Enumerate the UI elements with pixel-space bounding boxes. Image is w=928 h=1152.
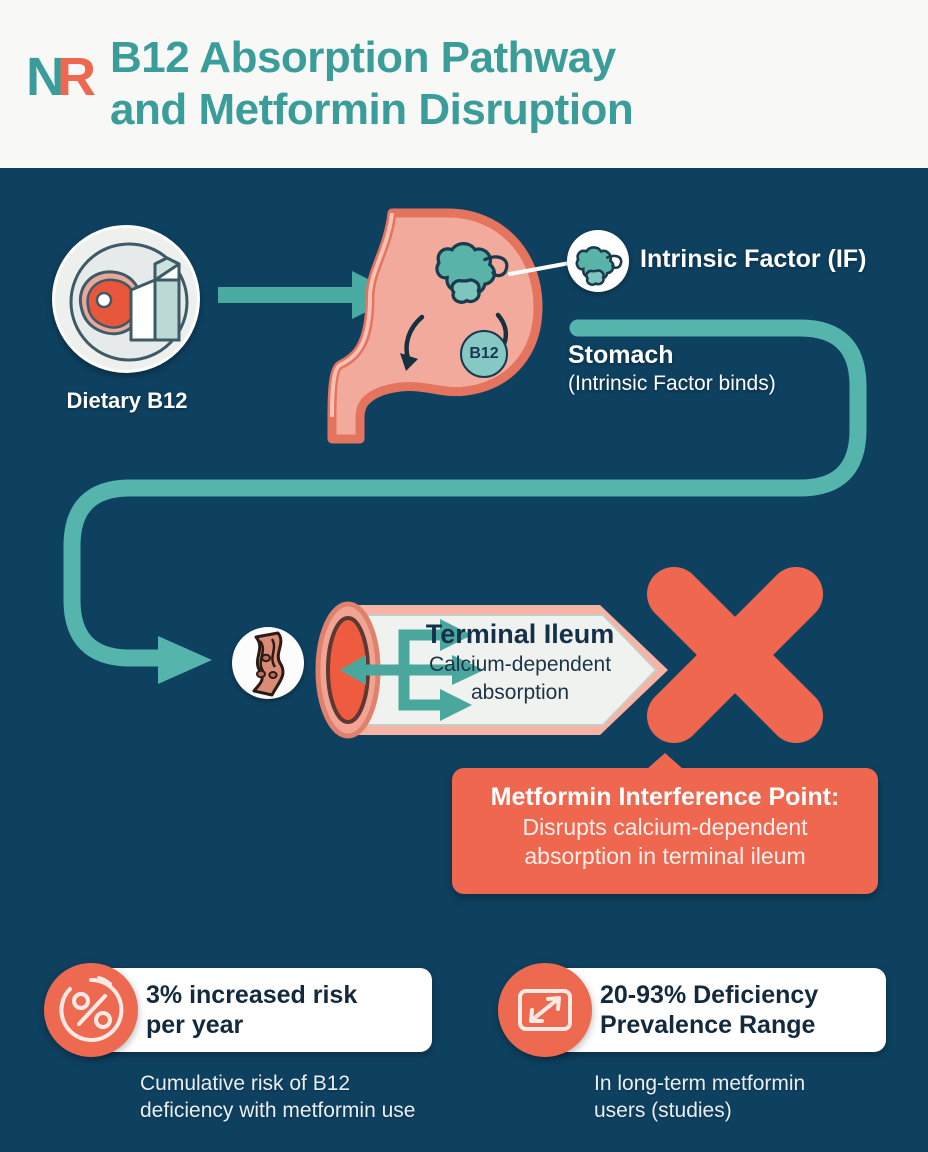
intrinsic-factor-blob bbox=[435, 241, 509, 304]
terminal-ileum-tube bbox=[300, 585, 670, 755]
stat-row: 3% increased risk per year bbox=[24, 960, 444, 1060]
metformin-box-notch bbox=[647, 753, 683, 769]
terminal-ileum-subtitle-2: absorption bbox=[470, 680, 570, 704]
stomach-icon bbox=[327, 208, 543, 444]
stat-caption-line1: Cumulative risk of B12 bbox=[140, 1072, 351, 1095]
stat-value-pill: 20-93% Deficiency Prevalence Range bbox=[534, 968, 886, 1052]
page-title-line1: B12 Absorption Pathway bbox=[110, 33, 616, 83]
stat-card-prevalence: 20-93% Deficiency Prevalence Range In lo… bbox=[478, 960, 898, 1125]
brand-logo: NR bbox=[26, 47, 96, 107]
stat-caption: In long-term metformin users (studies) bbox=[594, 1070, 898, 1125]
stat-value-pill: 3% increased risk per year bbox=[80, 968, 432, 1052]
percent-icon-glyph bbox=[59, 976, 124, 1042]
header: NR B12 Absorption Pathway and Metformin … bbox=[0, 0, 928, 168]
stat-caption-line1: In long-term metformin bbox=[594, 1072, 806, 1095]
x-mark-icon bbox=[647, 567, 823, 743]
metformin-box-line2: absorption in terminal ileum bbox=[524, 843, 806, 869]
stat-value-line2: per year bbox=[146, 1011, 244, 1039]
logo-letter-r: R bbox=[57, 47, 96, 107]
range-expand-icon-glyph bbox=[518, 989, 572, 1031]
pipe-arrowhead bbox=[158, 636, 212, 684]
range-expand-icon bbox=[498, 963, 592, 1057]
terminal-ileum-subtitle-1: Calcium-dependent bbox=[428, 653, 612, 677]
intrinsic-factor-icon-circle bbox=[567, 230, 629, 292]
intestine-icon-circle bbox=[232, 627, 304, 699]
stat-card-risk: 3% increased risk per year Cumulative ri… bbox=[24, 960, 444, 1125]
b12-bubble: B12 bbox=[460, 330, 508, 378]
stat-caption: Cumulative risk of B12 deficiency with m… bbox=[140, 1070, 444, 1125]
stomach-title: Stomach bbox=[568, 341, 674, 369]
percent-icon bbox=[44, 963, 138, 1057]
stat-row: 20-93% Deficiency Prevalence Range bbox=[478, 960, 898, 1060]
stat-caption-line2: deficiency with metformin use bbox=[140, 1099, 416, 1123]
intrinsic-factor-label: Intrinsic Factor (IF) bbox=[640, 245, 867, 273]
stomach-label-group: Stomach (Intrinsic Factor binds) bbox=[568, 340, 776, 396]
page-title-line2: and Metformin Disruption bbox=[110, 85, 634, 134]
food-plate-icon bbox=[69, 242, 189, 362]
stat-value-line2: Prevalence Range bbox=[600, 1011, 816, 1039]
terminal-ileum-title: Terminal Ileum bbox=[425, 619, 615, 649]
stat-value-line1: 3% increased risk bbox=[146, 981, 358, 1009]
metformin-interference-box: Metformin Interference Point: Disrupts c… bbox=[452, 753, 878, 894]
absorption-arrows bbox=[340, 619, 484, 721]
ileum-tube-shape bbox=[315, 601, 668, 739]
stat-caption-line2: users (studies) bbox=[594, 1099, 732, 1123]
stomach-illustration bbox=[326, 205, 576, 445]
metformin-box-line1: Disrupts calcium-dependent bbox=[522, 814, 808, 841]
terminal-ileum-label-group: Terminal Ileum Calcium-dependent absorpt… bbox=[395, 618, 645, 705]
logo-letter-n: N bbox=[26, 47, 65, 107]
dietary-b12-icon-circle bbox=[52, 225, 200, 373]
protein-blob-icon bbox=[575, 246, 623, 286]
intestine-tissue-icon bbox=[252, 631, 285, 697]
page-title: B12 Absorption Pathway and Metformin Dis… bbox=[110, 32, 634, 136]
metformin-box-title: Metformin Interference Point: bbox=[490, 783, 840, 811]
dietary-b12-label: Dietary B12 bbox=[66, 388, 188, 413]
stomach-subtitle: (Intrinsic Factor binds) bbox=[568, 371, 776, 395]
stat-value-line1: 20-93% Deficiency bbox=[600, 981, 819, 1009]
